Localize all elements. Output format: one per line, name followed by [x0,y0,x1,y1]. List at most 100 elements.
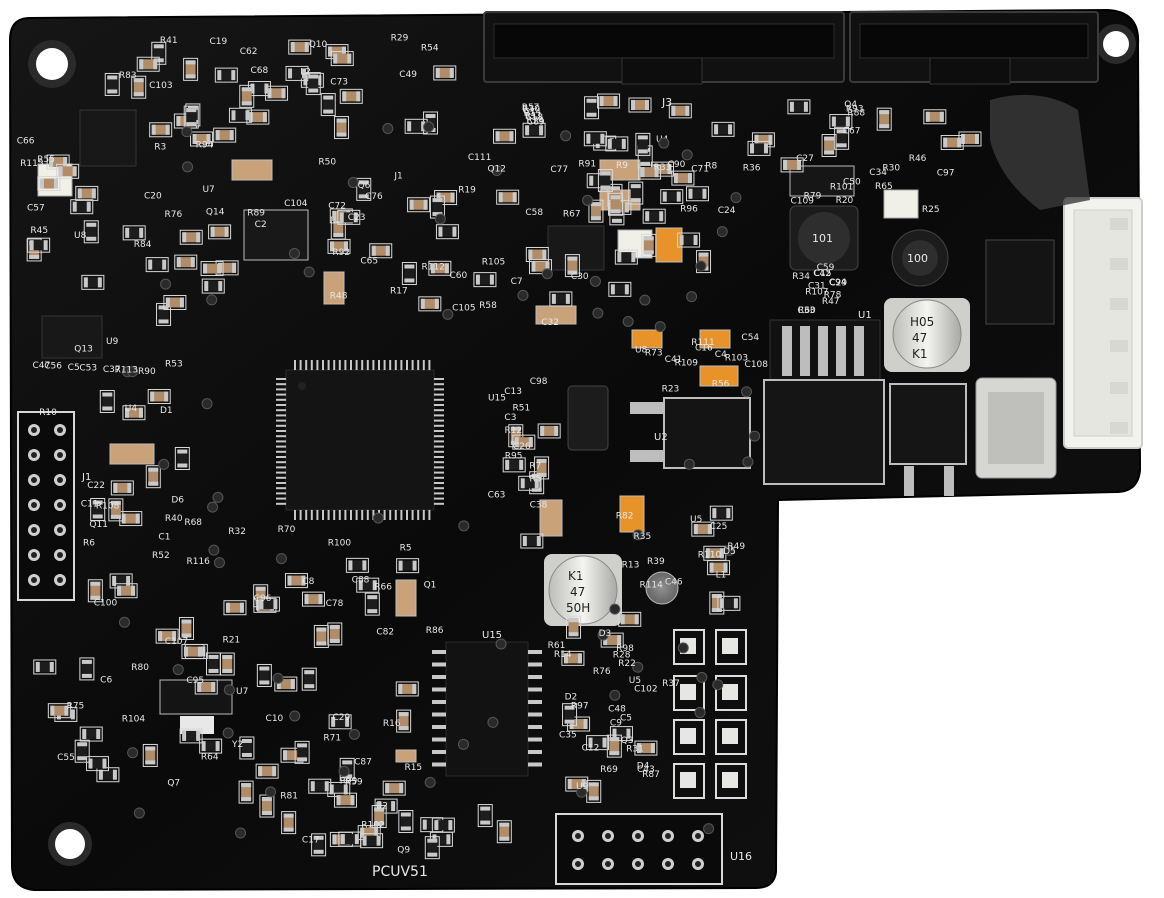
smd-outline [561,650,585,666]
mcu-pin [406,510,408,520]
smd-body [679,235,698,246]
smd-terminal [631,252,636,263]
smd-outline [305,72,321,96]
smd-outline [79,726,103,742]
diode-pad [722,684,738,700]
silk-label: C37 [103,365,121,375]
smd-body [222,655,233,674]
silk-label: R96 [680,205,698,215]
mcu-pin [350,360,352,370]
smd-terminal [187,105,198,110]
smd-terminal [358,194,369,199]
diode-outline [715,719,747,755]
silk-label: Q14 [206,208,225,218]
smd-terminal [640,167,645,178]
u15-pin [528,675,542,679]
smd-body [427,838,438,857]
smd-outline [502,457,526,473]
smd-terminal [39,178,44,189]
smd-terminal [204,281,209,292]
smd-terminal [564,705,575,710]
smd-terminal [332,834,337,845]
smd-body [183,646,202,657]
smd-outline [194,679,218,695]
smd-body [92,500,103,519]
smd-body [495,131,514,142]
smd-body [148,259,167,270]
smd-body [218,262,237,273]
mcu-pin [378,360,380,370]
smd-outline [37,176,61,192]
smd-terminal [241,87,252,92]
smd-outline [567,716,591,732]
smd-body [204,281,223,292]
smd-body [165,297,184,308]
smd-outline [74,739,90,763]
via [712,679,724,691]
smd-terminal [126,575,131,586]
smd-terminal [425,113,436,118]
smd-terminal [634,614,639,625]
diode-outline [673,629,705,665]
silk-label: R88 [847,109,865,119]
smd-terminal [372,580,377,591]
silk-label: R82 [616,512,634,522]
silk-label: R17 [390,287,408,297]
smd-terminal [283,827,294,832]
mcu-pin [406,360,408,370]
smd-outline [90,497,106,521]
u15-pin [432,662,446,667]
smd-body [83,277,102,288]
smd-terminal [259,680,270,685]
smd-outline [313,624,329,648]
u15-pin [432,687,446,692]
silk-label: C2 [255,220,267,230]
diode-outline [715,763,747,799]
smd-terminal [943,137,948,148]
silk-label: R56 [712,379,730,389]
via [201,398,213,410]
smd-terminal [181,619,192,624]
smd-outline [435,224,459,240]
mcu-pin [350,510,352,520]
smd-terminal [613,96,618,107]
smd-body [637,135,648,154]
smd-terminal [728,124,733,135]
mcu-pin [338,510,341,520]
silk-label: C6 [100,675,112,685]
smd-terminal [702,188,707,199]
smd-terminal [637,149,648,154]
inductor-l2: 101 [789,205,859,271]
silk-label: C31 [808,281,826,291]
smd-body [438,226,457,237]
u15-pin [528,725,542,729]
smd-terminal [412,683,417,694]
smd-terminal [259,599,264,610]
smd-terminal [671,105,676,116]
silk-label: C97 [937,168,955,178]
smd-terminal [430,263,435,274]
header-pin-hole [575,833,581,839]
silk-label: R40 [165,514,183,524]
smd-body [879,110,890,129]
via [223,684,235,696]
smd-outline [424,836,440,860]
smd-terminal [750,143,755,154]
mcu-pin [310,360,313,370]
smd-terminal [600,185,611,190]
smd-terminal [631,100,636,111]
smd-body [789,101,808,112]
smd-outline [396,709,412,733]
smd-terminal [709,562,714,573]
smd-body [192,133,211,144]
smd-terminal [348,560,353,571]
header-pin-hole [575,861,581,867]
smd-outline [549,291,573,307]
connector-j3: J3 [483,11,1099,109]
mcu-pin [299,360,302,370]
smd-terminal [567,779,572,790]
smd-terminal [261,797,272,802]
mcu-pin [434,398,444,401]
smd-terminal [495,131,500,142]
smd-terminal [308,88,319,93]
